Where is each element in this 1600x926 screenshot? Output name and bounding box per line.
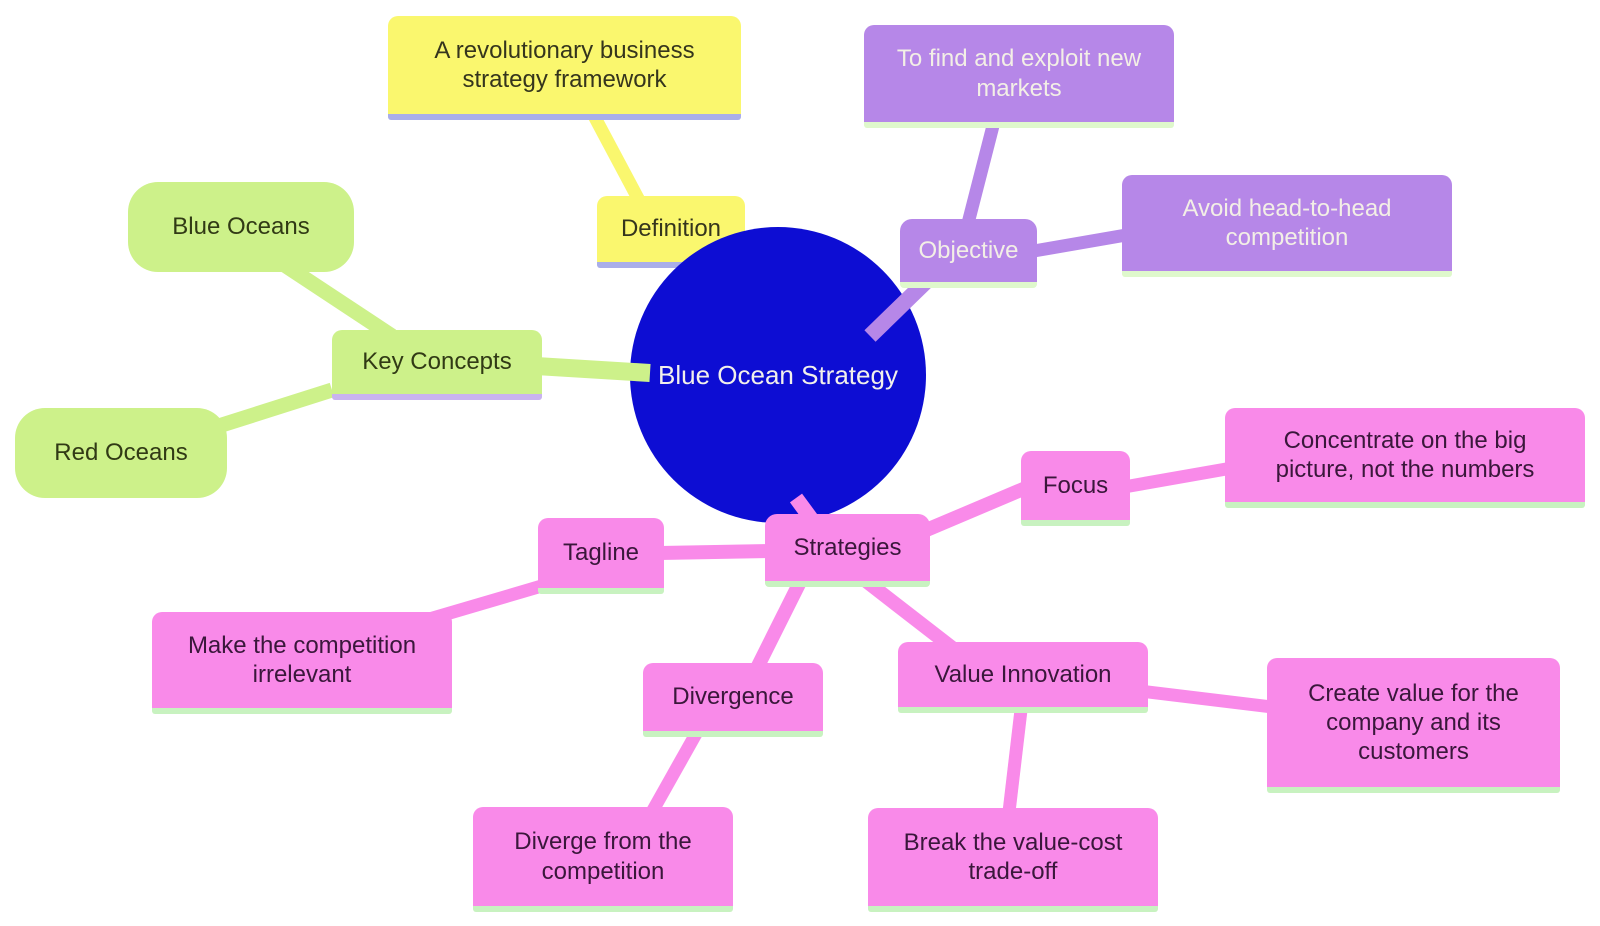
edge-valueinnovation-create xyxy=(1139,684,1273,714)
edge-root-strategies xyxy=(789,493,825,533)
edge-root-keyconcepts xyxy=(535,357,651,382)
edge-valueinnovation-break xyxy=(1002,709,1028,813)
edge-definition-child xyxy=(586,108,647,208)
edge-strategies-valueinnovation xyxy=(861,575,960,656)
edge-strategies-focus xyxy=(921,480,1031,538)
edge-focus-concentrate xyxy=(1122,461,1234,494)
edge-strategies-divergence xyxy=(750,578,807,672)
edge-divergence-diverge xyxy=(646,728,703,816)
edge-strategies-tagline xyxy=(659,544,773,560)
node-root: Blue Ocean Strategy xyxy=(630,227,926,523)
edge-keyconcepts-blueoceans xyxy=(275,255,397,343)
root-label: Blue Ocean Strategy xyxy=(658,359,898,390)
edge-objective-newmarkets xyxy=(958,116,1002,237)
edge-tagline-make xyxy=(424,578,547,627)
edge-objective-avoid xyxy=(1026,227,1134,259)
edge-root-objective xyxy=(864,260,948,342)
edge-keyconcepts-redoceans xyxy=(203,382,335,438)
